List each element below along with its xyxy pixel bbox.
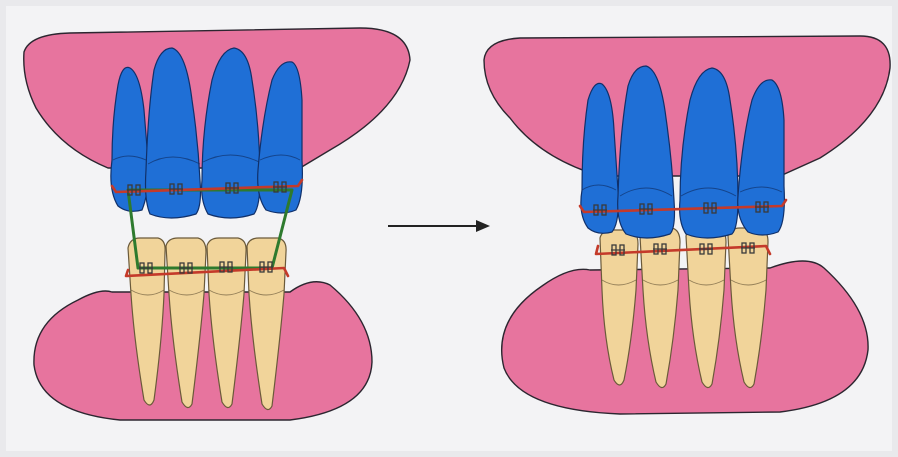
- lower-gum: [502, 261, 868, 414]
